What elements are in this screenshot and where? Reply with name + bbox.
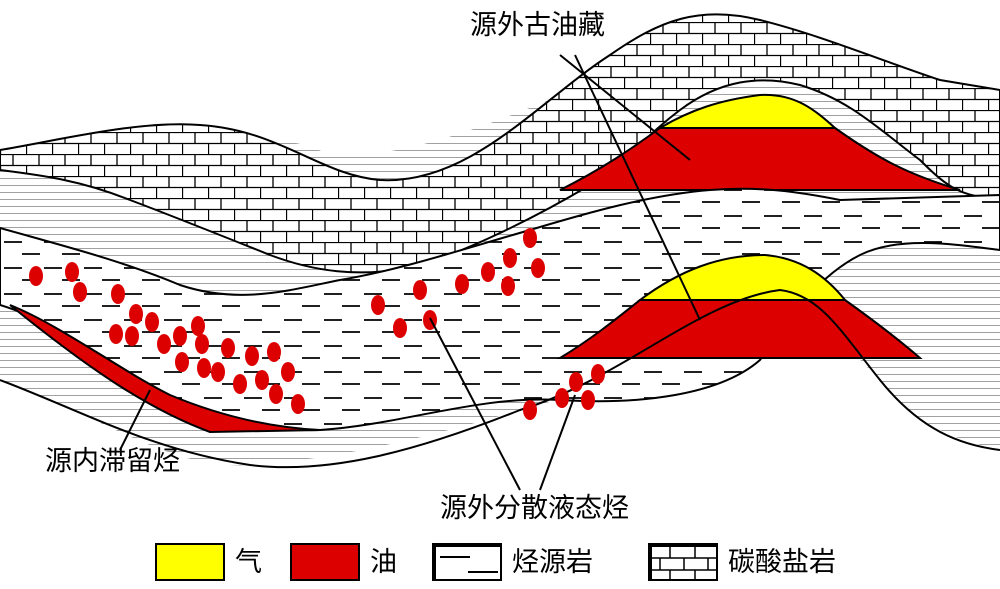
oil-droplet: [291, 394, 305, 414]
oil-droplet: [173, 326, 187, 346]
oil-droplet: [531, 258, 545, 278]
oil-droplet: [29, 266, 43, 286]
source-rock-swatch: [432, 543, 502, 581]
oil-droplet: [109, 324, 123, 344]
source-rock-label: 烃源岩: [512, 547, 593, 578]
oil-droplet: [501, 276, 515, 296]
lower-gas-cap: [636, 253, 848, 301]
leader-lines: [119, 54, 701, 491]
oil-droplet: [145, 312, 159, 332]
oil-droplet: [413, 280, 427, 300]
oil-droplet: [481, 262, 495, 282]
oil-droplet: [221, 338, 235, 358]
oil-droplet: [523, 228, 537, 248]
oil-droplet: [191, 316, 205, 336]
carbonate-layer: [0, 13, 1000, 274]
oil-droplet: [111, 284, 125, 304]
gas-swatch: [155, 543, 225, 581]
oil-droplet: [73, 282, 87, 302]
oil-droplet: [255, 370, 269, 390]
retained-oil-wedge: [9, 304, 321, 434]
oil-droplet: [233, 374, 247, 394]
oil-droplet: [175, 352, 189, 372]
dispersed-liquid-label: 源外分散液态烃: [440, 493, 629, 524]
oil-label: 油: [370, 547, 397, 578]
oil-droplet: [581, 390, 595, 410]
gas-label: 气: [235, 547, 262, 578]
oil-droplet: [267, 342, 281, 362]
upper-oil-zone: [559, 127, 961, 191]
oil-droplet: [65, 262, 79, 282]
oil-droplet: [569, 372, 583, 392]
ancient-reservoir-label: 源外古油藏: [470, 10, 605, 41]
retained-hydrocarbon-label: 源内滞留烃: [45, 446, 180, 477]
oil-droplet: [555, 388, 569, 408]
oil-droplet: [245, 346, 259, 366]
oil-swatch: [290, 543, 360, 581]
oil-droplet: [591, 364, 605, 384]
oil-droplet: [157, 334, 171, 354]
carbonate-label: 碳酸盐岩: [728, 547, 836, 578]
carbonate-swatch: [648, 543, 718, 581]
oil-droplet: [371, 295, 385, 315]
oil-droplet: [197, 358, 211, 378]
oil-droplet: [129, 304, 143, 324]
oil-droplet: [269, 384, 283, 404]
lower-oil-zone: [556, 299, 923, 359]
oil-droplet: [125, 326, 139, 346]
oil-droplets: [29, 228, 605, 420]
oil-droplet: [195, 334, 209, 354]
oil-droplet: [211, 362, 225, 382]
oil-droplet: [503, 248, 517, 268]
oil-droplet: [281, 362, 295, 382]
upper-gas-cap: [656, 93, 838, 129]
oil-droplet: [393, 318, 407, 338]
oil-droplet: [523, 400, 537, 420]
oil-droplet: [455, 274, 469, 294]
